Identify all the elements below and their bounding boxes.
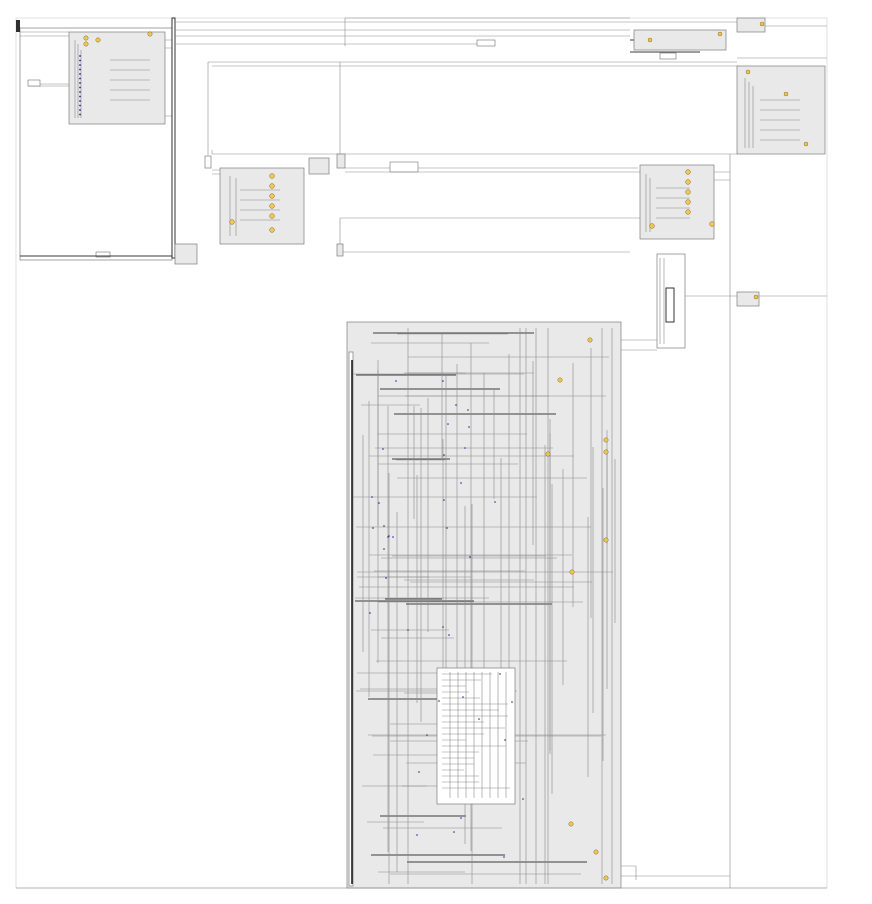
- module-top-right-small-body[interactable]: [634, 30, 726, 50]
- module-mid-left[interactable]: [205, 154, 345, 244]
- module-right-bus[interactable]: [630, 254, 827, 348]
- tall-bus-left: [172, 18, 175, 258]
- module-main[interactable]: [16, 322, 827, 888]
- buffer-left: [28, 80, 40, 86]
- port-left-in: [16, 20, 20, 32]
- top-mid-buffer: [477, 40, 495, 46]
- module-top-left[interactable]: [16, 20, 172, 260]
- mid-left-tap: [205, 156, 211, 168]
- mid-center-buffers: [337, 162, 640, 256]
- module-right-top[interactable]: [212, 66, 825, 154]
- bus-connector-left[interactable]: [175, 244, 197, 264]
- module-mid-left-body[interactable]: [220, 168, 304, 244]
- left-tall-bus[interactable]: [172, 18, 197, 264]
- module-top-left-core[interactable]: [69, 32, 165, 124]
- module-top-right-small[interactable]: [634, 18, 827, 59]
- mid-center-left-tap: [337, 154, 345, 168]
- right-bus-body: [666, 288, 674, 322]
- inner-submodule[interactable]: [437, 668, 515, 804]
- top-right-buffer: [660, 53, 676, 59]
- mid-left-port-block[interactable]: [309, 158, 329, 174]
